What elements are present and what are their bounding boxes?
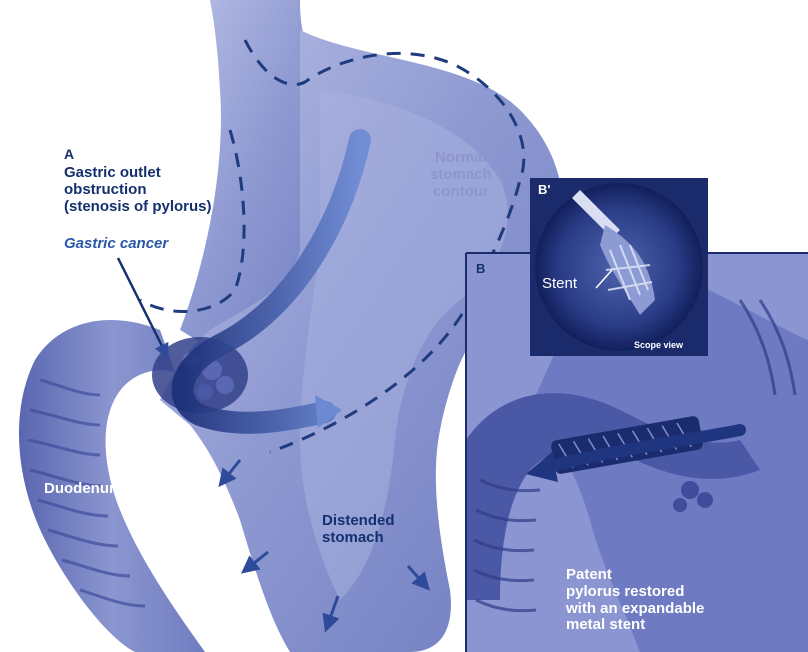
label-distended-stomach: Distended stomach xyxy=(322,513,395,547)
label-b-prime-marker: B' xyxy=(538,183,550,198)
inset-b-prime-scope xyxy=(530,178,708,356)
label-stent: Stent xyxy=(542,276,577,293)
label-gastric-outlet-obstruction: Gastric outlet obstruction (stenosis of … xyxy=(64,165,212,215)
label-normal-stomach-contour: Normal stomach contour xyxy=(430,150,492,200)
label-patent-pylorus: Patent pylorus restored with an expandab… xyxy=(566,567,704,634)
label-scope-view: Scope view xyxy=(634,340,683,350)
label-duodenum: Duodenum xyxy=(44,481,122,498)
label-gastric-cancer: Gastric cancer xyxy=(64,236,168,253)
label-b-marker: B xyxy=(476,262,485,277)
label-a-marker: A xyxy=(64,147,74,163)
